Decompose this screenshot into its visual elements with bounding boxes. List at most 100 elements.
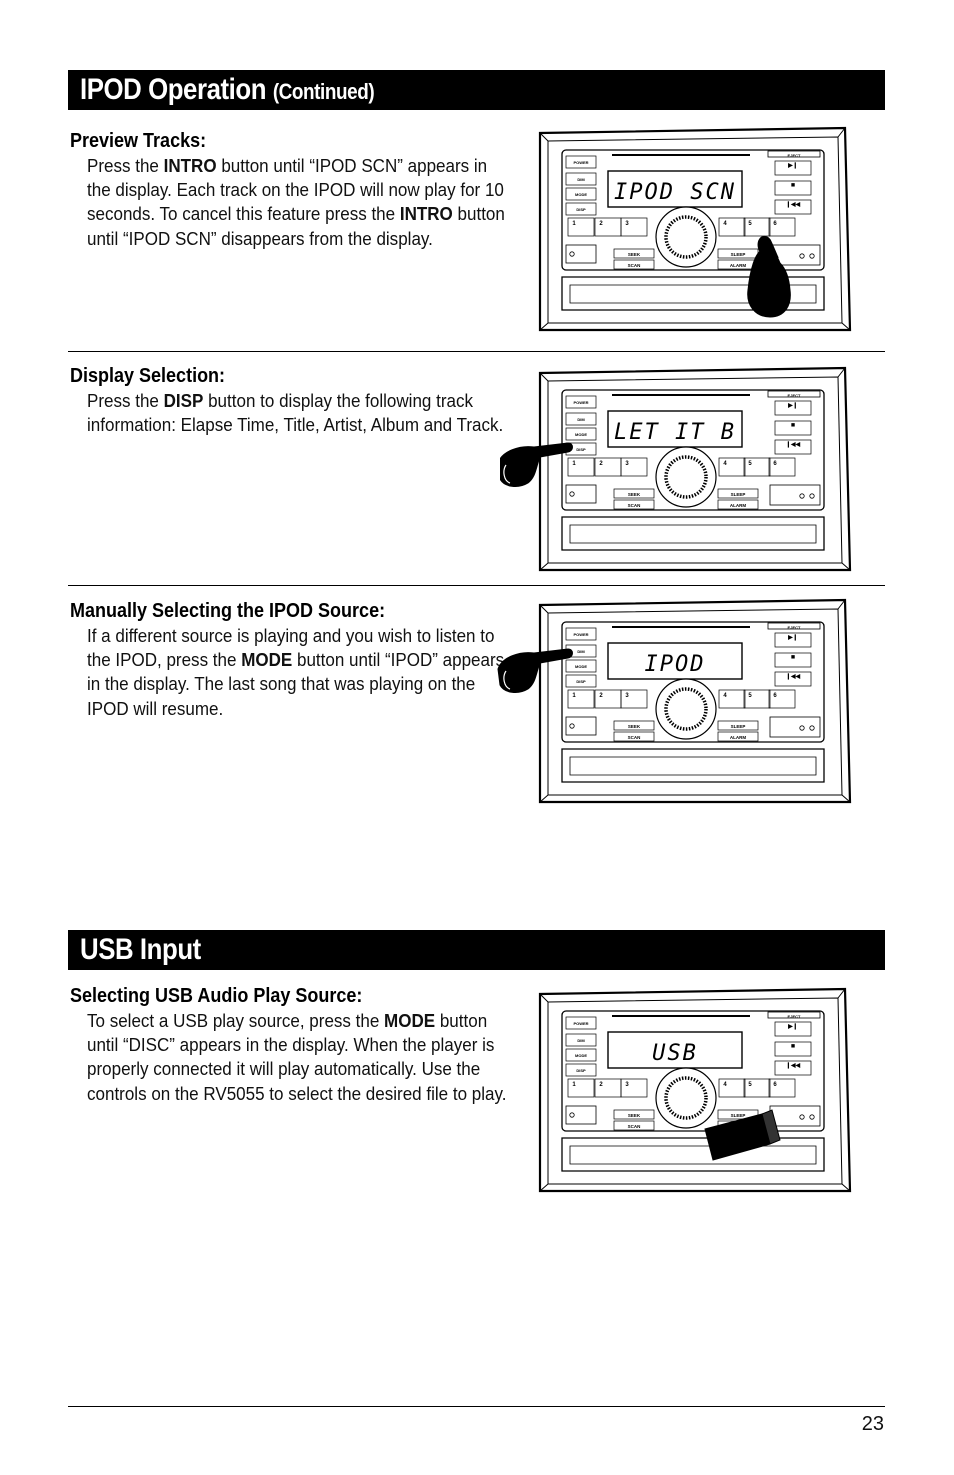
storage-pocket-inner: [569, 284, 817, 304]
storage-pocket-inner: [569, 524, 817, 544]
stop-icon: ■: [791, 422, 795, 429]
seek-label: SEEK: [628, 724, 641, 729]
storage-pocket: [561, 276, 825, 311]
volume-knob: [664, 1076, 708, 1120]
aux-jack: [569, 491, 575, 497]
preset-number: 5: [748, 1082, 752, 1088]
sleep-label: SLEEP: [731, 724, 746, 729]
section-title-ipod: IPOD Operation: [80, 73, 267, 106]
preset-number: 1: [572, 1082, 576, 1088]
preset-button: [768, 217, 796, 237]
preset-number: 3: [625, 461, 629, 467]
transport-button: [774, 199, 812, 215]
preset-button: [567, 457, 595, 477]
preset-button: [620, 217, 648, 237]
left-button-label: DIM: [577, 1038, 585, 1043]
alarm-label: ALARM: [730, 503, 746, 508]
section-title-usb: USB Input: [80, 933, 201, 966]
alarm-button: [717, 499, 759, 510]
preset-number: 6: [773, 461, 777, 467]
transport-button: [774, 180, 812, 196]
aux-panel: [565, 244, 597, 264]
eject-label: EJECT: [788, 153, 801, 158]
sleep-label: SLEEP: [731, 492, 746, 497]
divider: [68, 585, 885, 586]
seek-button: [613, 488, 655, 499]
volume-knob: [664, 687, 708, 731]
play-pause-icon: ▶❙: [787, 634, 798, 641]
eject-button: [767, 150, 821, 158]
preset-number: 2: [599, 221, 603, 227]
left-button-label: DISP: [576, 447, 586, 452]
seek-button: [613, 248, 655, 259]
lcd-text: USB: [652, 1041, 698, 1066]
section-banner-ipod: IPOD Operation (Continued): [68, 70, 885, 110]
scan-label: SCAN: [628, 503, 641, 508]
storage-pocket: [561, 516, 825, 551]
section-subtitle-continued: (Continued): [272, 79, 375, 104]
control-panel: [561, 1010, 825, 1132]
prev-icon: ❙◀◀: [786, 1062, 801, 1069]
aux-jack: [799, 493, 805, 499]
heading-display-selection: Display Selection:: [70, 365, 226, 387]
preset-button: [743, 217, 771, 237]
usb-connector: [761, 1109, 781, 1145]
preset-button: [718, 217, 746, 237]
preset-number: 4: [723, 461, 727, 467]
preset-button: [768, 457, 796, 477]
preset-number: 6: [773, 1082, 777, 1088]
play-pause-icon: ▶❙: [787, 1023, 798, 1030]
lcd-display: [607, 642, 743, 680]
lcd-text: LET IT B: [614, 420, 736, 445]
usb-aux-panel: [769, 716, 821, 738]
lcd-text: IPOD SCN: [614, 180, 736, 205]
aux-panel: [565, 1105, 597, 1125]
prev-icon: ❙◀◀: [786, 441, 801, 448]
volume-knob: [664, 455, 708, 499]
left-button: [565, 395, 597, 409]
preset-number: 2: [599, 461, 603, 467]
left-button-label: DISP: [576, 1068, 586, 1073]
preset-button: [768, 1078, 796, 1098]
usb-aux-panel: [769, 484, 821, 506]
scan-button: [613, 499, 655, 510]
eject-label: EJECT: [788, 625, 801, 630]
lcd-display: [607, 170, 743, 208]
left-button: [565, 1016, 597, 1030]
alarm-label: ALARM: [730, 735, 746, 740]
scan-label: SCAN: [628, 735, 641, 740]
intro-keyword: INTRO: [399, 203, 453, 225]
aux-jack: [809, 725, 815, 731]
preset-button: [718, 1078, 746, 1098]
alarm-label: ALARM: [730, 263, 746, 268]
preset-number: 6: [773, 693, 777, 699]
intro-keyword: INTRO: [163, 155, 217, 176]
eject-button: [767, 1011, 821, 1019]
aux-jack: [569, 1112, 575, 1118]
preset-number: 1: [572, 221, 576, 227]
stop-icon: ■: [791, 654, 795, 661]
seek-button: [613, 1109, 655, 1120]
left-button-label: POWER: [573, 632, 588, 637]
usb-source-text: To select a USB play source, press the M…: [87, 1010, 507, 1104]
preset-button: [743, 457, 771, 477]
seek-button: [613, 720, 655, 731]
storage-pocket: [561, 748, 825, 783]
preset-number: 6: [773, 221, 777, 227]
left-button-label: DIM: [577, 177, 585, 182]
left-button-label: DIM: [577, 417, 585, 422]
left-button: [565, 1033, 597, 1047]
left-button-label: MODE: [575, 192, 587, 197]
transport-button: [774, 1021, 812, 1037]
aux-jack: [809, 253, 815, 259]
preset-number: 3: [625, 221, 629, 227]
sleep-label: SLEEP: [731, 1113, 746, 1118]
left-button-label: MODE: [575, 432, 587, 437]
left-button: [565, 627, 597, 641]
left-button: [565, 674, 597, 688]
lcd-display: [607, 410, 743, 448]
